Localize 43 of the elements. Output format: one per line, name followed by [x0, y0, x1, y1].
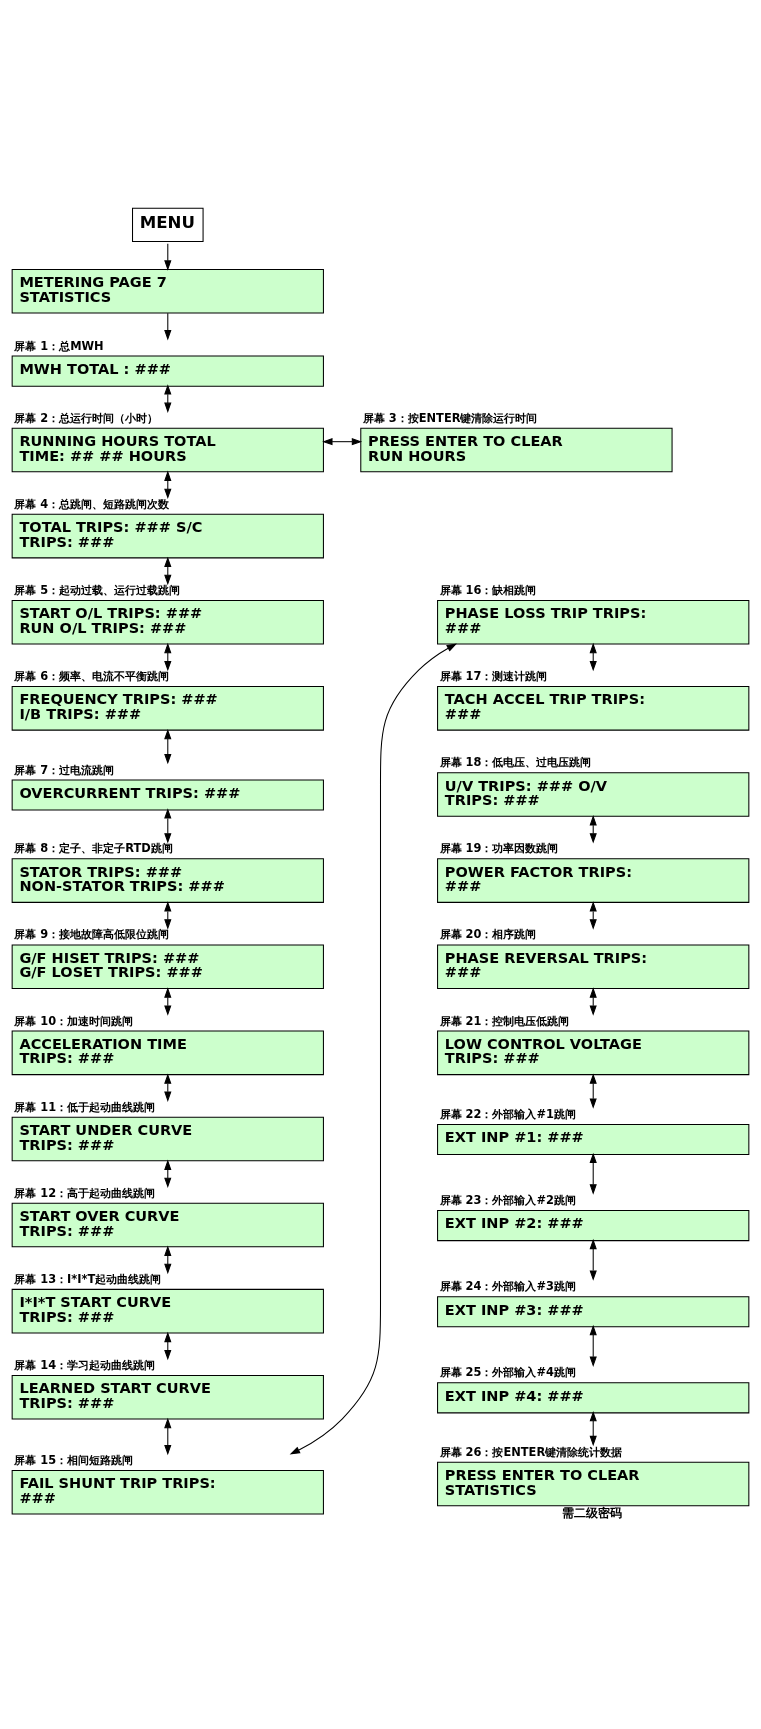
- node-label: 屏幕 23：外部输入#2跳闸: [439, 1193, 576, 1208]
- arrow: [589, 642, 597, 672]
- node-label: 屏幕 6：频率、电流不平衡跳闸: [14, 669, 170, 684]
- arrow: [289, 643, 457, 1455]
- node-label: 屏幕 17：测速计跳闸: [439, 669, 548, 684]
- node-label: 屏幕 13：I*I*T起动曲线跳闸: [14, 1271, 162, 1286]
- arrow: [589, 1410, 597, 1447]
- node-label: 屏幕 3：按ENTER键清除运行时间: [362, 410, 538, 425]
- arrow: [164, 728, 172, 765]
- arrow: [164, 642, 172, 672]
- node-label: 屏幕 2：总运行时间（小时）: [14, 410, 159, 425]
- arrow: [164, 470, 172, 500]
- node-label: 屏幕 7：过电流跳闸: [14, 762, 115, 777]
- node-label: 屏幕 21：控制电压低跳闸: [439, 1013, 570, 1028]
- node-label: 需二级密码: [561, 1504, 622, 1520]
- node-label: 屏幕 10：加速时间跳闸: [14, 1013, 134, 1028]
- arrow: [164, 1159, 172, 1189]
- node-label: 屏幕 8：定子、非定子RTD跳闸: [14, 841, 173, 856]
- node-label: 屏幕 18：低电压、过电压跳闸: [439, 755, 592, 770]
- node-label: 屏幕 16：缺相跳闸: [439, 583, 537, 597]
- arrow: [164, 556, 172, 586]
- node-label: 屏幕 9：接地故障高低限位跳闸: [14, 927, 170, 942]
- arrow: [164, 1331, 172, 1361]
- arrow: [589, 1238, 597, 1281]
- node-label: 屏幕 20：相序跳闸: [439, 927, 537, 942]
- node-label: 屏幕 14：学习起动曲线跳闸: [14, 1358, 156, 1373]
- arrow: [164, 1245, 172, 1275]
- node-label: 屏幕 12：高于起动曲线跳闸: [14, 1185, 156, 1200]
- arrow: [589, 1152, 597, 1195]
- node-label: 屏幕 26：按ENTER键清除统计数据: [439, 1444, 623, 1459]
- arrow: [164, 1417, 172, 1456]
- node-label: 屏幕 11：低于起动曲线跳闸: [14, 1099, 156, 1114]
- node-label: 屏幕 15：相间短路跳闸: [14, 1453, 134, 1468]
- arrow: [589, 1324, 597, 1367]
- node-label: 屏幕 25：外部输入#4跳闸: [439, 1365, 576, 1380]
- node-label: 屏幕 19：功率因数跳闸: [439, 841, 559, 856]
- node-label: 屏幕 22：外部输入#1跳闸: [439, 1106, 576, 1121]
- node-label: 屏幕 5：起动过载、运行过载跳闸: [14, 583, 181, 597]
- node-label: 屏幕 4：总跳闸、短路跳闸次数: [14, 496, 170, 511]
- arrow: [322, 438, 363, 446]
- node-label: 屏幕 1：总MWH: [14, 338, 104, 353]
- arrow: [164, 312, 172, 341]
- node-label: 屏幕 24：外部输入#3跳闸: [439, 1279, 576, 1294]
